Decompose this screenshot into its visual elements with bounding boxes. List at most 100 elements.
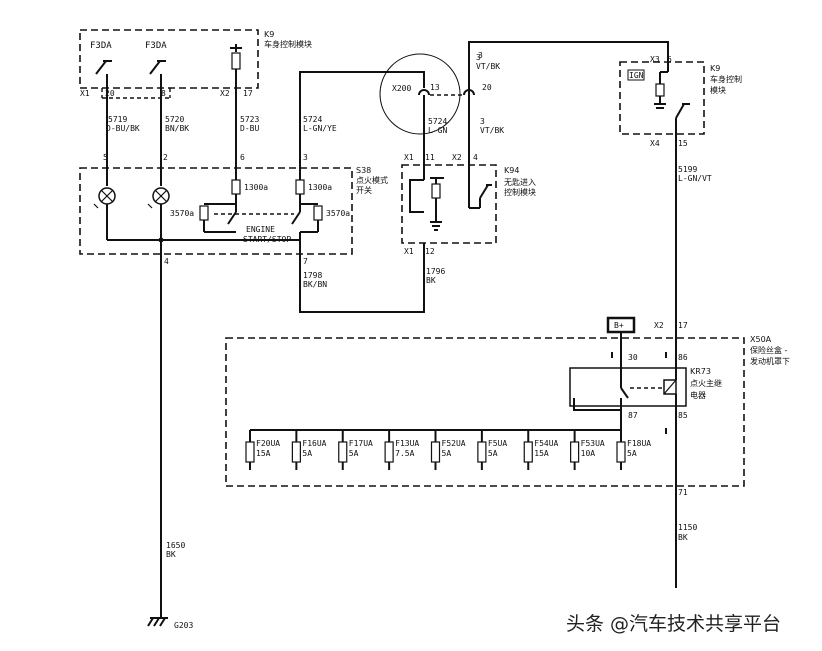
wire-5724a-num: 5724 [303, 115, 322, 124]
wire-1798-1796 [299, 243, 425, 313]
k9-right-input-circuit [654, 71, 668, 109]
fuse-rating-label: 7.5A [395, 449, 414, 458]
wire-3-mid-color: VT/BK [480, 126, 504, 135]
fuse-body [291, 441, 301, 463]
pin-8-k9: 8 [161, 89, 166, 98]
x3-label: X3 [650, 55, 660, 64]
x200-pin13-contact [418, 89, 430, 96]
x1-label-top: X1 [80, 89, 90, 98]
k9-right-switch [675, 103, 690, 134]
wire-1150-num: 1150 [678, 523, 697, 532]
k9-module-box [79, 29, 259, 89]
wire-1798-num: 1798 [303, 271, 322, 280]
pin-13-x200: 13 [430, 83, 440, 92]
k94-name-2: 控制模块 [504, 187, 536, 197]
kr73-relay-box [569, 367, 687, 407]
fuse-body [477, 441, 487, 463]
fuse-rating-label: 5A [349, 449, 359, 458]
pin-6-x3: 6 [667, 55, 672, 64]
fuse-name-label: F20UA [256, 439, 280, 448]
fuse-row: F20UA15AF16UA5AF17UA5AF13UA7.5AF52UA5AF5… [245, 430, 651, 470]
resistor-3570a-right-label: 3570a [326, 209, 350, 218]
pin-5-s38: 5 [103, 153, 108, 162]
b-plus-label: B+ [614, 321, 624, 330]
x2-label-top: X2 [220, 89, 230, 98]
fuse-name-label: F13UA [395, 439, 419, 448]
wire-5199-color: L-GN/VT [678, 174, 712, 183]
x1-label-k94-bottom: X1 [404, 247, 414, 256]
x50a-id: X50A [750, 335, 772, 344]
k9-right-name-2: 模块 [710, 85, 726, 95]
k94-switch [469, 184, 492, 209]
wire-5199-num: 5199 [678, 165, 697, 174]
k9-right-name-1: 车身控制 [710, 74, 742, 84]
f3da-label-2: F3DA [145, 41, 167, 51]
k94-name-1: 无匙进入 [504, 177, 536, 187]
kr73-name-1: 点火主继 [690, 378, 722, 388]
wire-5724-lgn-ye [299, 71, 425, 168]
k94-input-circuit [409, 165, 444, 231]
wire-5719-color: D-BU/BK [106, 124, 140, 133]
s38-name-2: 开关 [356, 185, 372, 195]
pin-4-s38: 4 [164, 257, 169, 266]
wire-3-top-color: VT/BK [476, 62, 500, 71]
s38-switch-box [79, 167, 353, 255]
wire-3-vt-bk-top [468, 41, 669, 95]
x50a-fuse-box [225, 337, 745, 487]
kr73-id: KR73 [690, 367, 711, 376]
fuse-rating-label: 15A [534, 449, 549, 458]
wire-5720-color: BN/BK [165, 124, 189, 133]
wire-5724a-color: L-GN/YE [303, 124, 337, 133]
s38-name-1: 点火模式 [356, 175, 388, 185]
ign-label: IGN [629, 71, 644, 80]
start-stop-label: START/STOP [243, 235, 291, 244]
resistor-3570a-left-label: 3570a [170, 209, 194, 218]
fuse-rating-label: 5A [442, 449, 452, 458]
fuse-rating-label: 10A [581, 449, 596, 458]
fuse-rating-label: 5A [627, 449, 637, 458]
wire-5719-num: 5719 [108, 115, 127, 124]
engine-label: ENGINE [246, 225, 275, 234]
k9-switch-2 [149, 60, 166, 88]
wire-1650-num: 1650 [166, 541, 185, 550]
wire-5723-color: D-BU [240, 124, 259, 133]
fuse-name-label: F5UA [488, 439, 507, 448]
k9-switch-1 [95, 60, 112, 88]
k94-module-box [401, 164, 497, 244]
fuse-body [616, 441, 626, 463]
pin-11-k94: 11 [425, 153, 435, 162]
pin-20-x200: 20 [482, 83, 492, 92]
k9-top-name: 车身控制模块 [264, 39, 312, 49]
x200-label: X200 [392, 84, 411, 93]
s38-resistor-3570a-left [199, 203, 236, 233]
pin-86: 86 [678, 353, 688, 362]
wire-1796-color: BK [426, 276, 436, 285]
wire-5720-num: 5720 [165, 115, 184, 124]
s38-resistor-3570a-right [300, 203, 323, 233]
s38-id: S38 [356, 166, 371, 175]
pin-3-s38: 3 [303, 153, 308, 162]
pin-2-s38: 2 [163, 153, 168, 162]
x2-label-k94: X2 [452, 153, 462, 162]
k9-right-module-box [619, 61, 705, 135]
fuse-name-label: F54UA [534, 439, 558, 448]
pin-17-x50a: 17 [678, 321, 688, 330]
kr73-relay-contact [573, 378, 664, 411]
x200-highlight-circle [379, 53, 461, 135]
connector-marks [611, 352, 667, 434]
pin-71: 71 [678, 488, 688, 497]
ign-box [627, 69, 645, 81]
pin-20-k9: 20 [105, 89, 115, 98]
pin-85: 85 [678, 411, 688, 420]
ground-g203-label: G203 [174, 621, 193, 630]
ground-g203-icon [147, 612, 168, 627]
wire-1650-color: BK [166, 550, 176, 559]
wire-3-top-num: 3 [476, 53, 481, 62]
